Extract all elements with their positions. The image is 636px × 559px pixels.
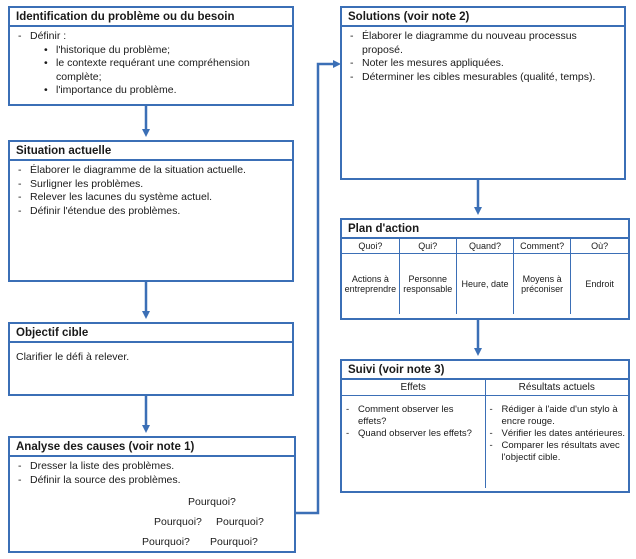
table-cell: Personne responsable [398,253,457,314]
table-header: Quand? [455,239,515,254]
table-header: Quoi? [342,239,400,254]
analyse-title: Analyse des causes (voir note 1) [10,438,294,457]
list-item: Élaborer le diagramme du nouveau process… [348,30,618,57]
why-label: Pourquoi? [210,536,258,548]
arrow-analyse-to-solutions [296,60,341,515]
table-header: Comment? [513,239,572,254]
situation-box: Situation actuelle Élaborer le diagramme… [8,140,294,282]
list-item: Vérifier les dates antérieures. [488,428,627,440]
objectif-text: Clarifier le défi à relever. [16,351,130,363]
identification-title: Identification du problème ou du besoin [10,8,292,27]
why-label: Pourquoi? [216,516,264,528]
list-item: Définir l'étendue des problèmes. [16,205,286,219]
table-header: Où? [570,239,628,254]
solutions-title: Solutions (voir note 2) [342,8,624,27]
list-item: l'importance du problème. [44,84,286,98]
solutions-list: Élaborer le diagramme du nouveau process… [348,30,618,84]
list-item: Quand observer les effets? [344,428,483,440]
table-header: Résultats actuels [484,380,628,396]
objectif-box: Objectif cible Clarifier le défi à relev… [8,322,294,396]
plan-title: Plan d'action [342,220,628,239]
identification-list: l'historique du problème; le contexte re… [44,44,286,98]
why-label: Pourquoi? [154,516,202,528]
plan-box: Plan d'action Quoi? Qui? Quand? Comment?… [340,218,630,320]
effets-cell: Comment observer les effets? Quand obser… [342,395,486,488]
suivi-table: Effets Résultats actuels Comment observe… [342,380,628,488]
list-item: Définir la source des problèmes. [16,474,288,488]
table-header: Effets [342,380,486,396]
table-cell: Moyens à préconiser [513,253,572,314]
list-item: Rédiger à l'aide d'un stylo à encre roug… [488,404,627,428]
analyse-box: Analyse des causes (voir note 1) Dresser… [8,436,296,553]
analyse-list: Dresser la liste des problèmes. Définir … [16,460,288,487]
list-item: l'historique du problème; [44,44,286,58]
list-item: Noter les mesures appliquées. [348,57,618,71]
table-header: Qui? [398,239,457,254]
list-item: Relever les lacunes du système actuel. [16,191,286,205]
resultats-cell: Rédiger à l'aide d'un stylo à encre roug… [484,395,628,488]
list-item: Dresser la liste des problèmes. [16,460,288,474]
situation-list: Élaborer le diagramme de la situation ac… [16,164,286,218]
table-cell: Endroit [570,253,628,314]
situation-title: Situation actuelle [10,142,292,161]
list-item: Élaborer le diagramme de la situation ac… [16,164,286,178]
solutions-box: Solutions (voir note 2) Élaborer le diag… [340,6,626,180]
why-label: Pourquoi? [142,536,190,548]
why-label: Pourquoi? [188,496,236,508]
suivi-box: Suivi (voir note 3) Effets Résultats act… [340,359,630,493]
list-item: Surligner les problèmes. [16,178,286,192]
list-item: Comment observer les effets? [344,404,483,428]
table-cell: Actions à entreprendre [342,253,400,314]
table-cell: Heure, date [455,253,515,314]
list-item: Déterminer les cibles mesurables (qualit… [348,71,618,85]
list-item: le contexte requérant une compréhension … [44,57,286,84]
list-item: Comparer les résultats avec l'objectif c… [488,440,627,464]
identification-box: Identification du problème ou du besoin … [8,6,294,106]
suivi-title: Suivi (voir note 3) [342,361,628,380]
plan-table: Quoi? Qui? Quand? Comment? Où? Actions à… [342,239,628,314]
objectif-title: Objectif cible [10,324,292,343]
identification-define: Définir : l'historique du problème; le c… [16,30,286,98]
